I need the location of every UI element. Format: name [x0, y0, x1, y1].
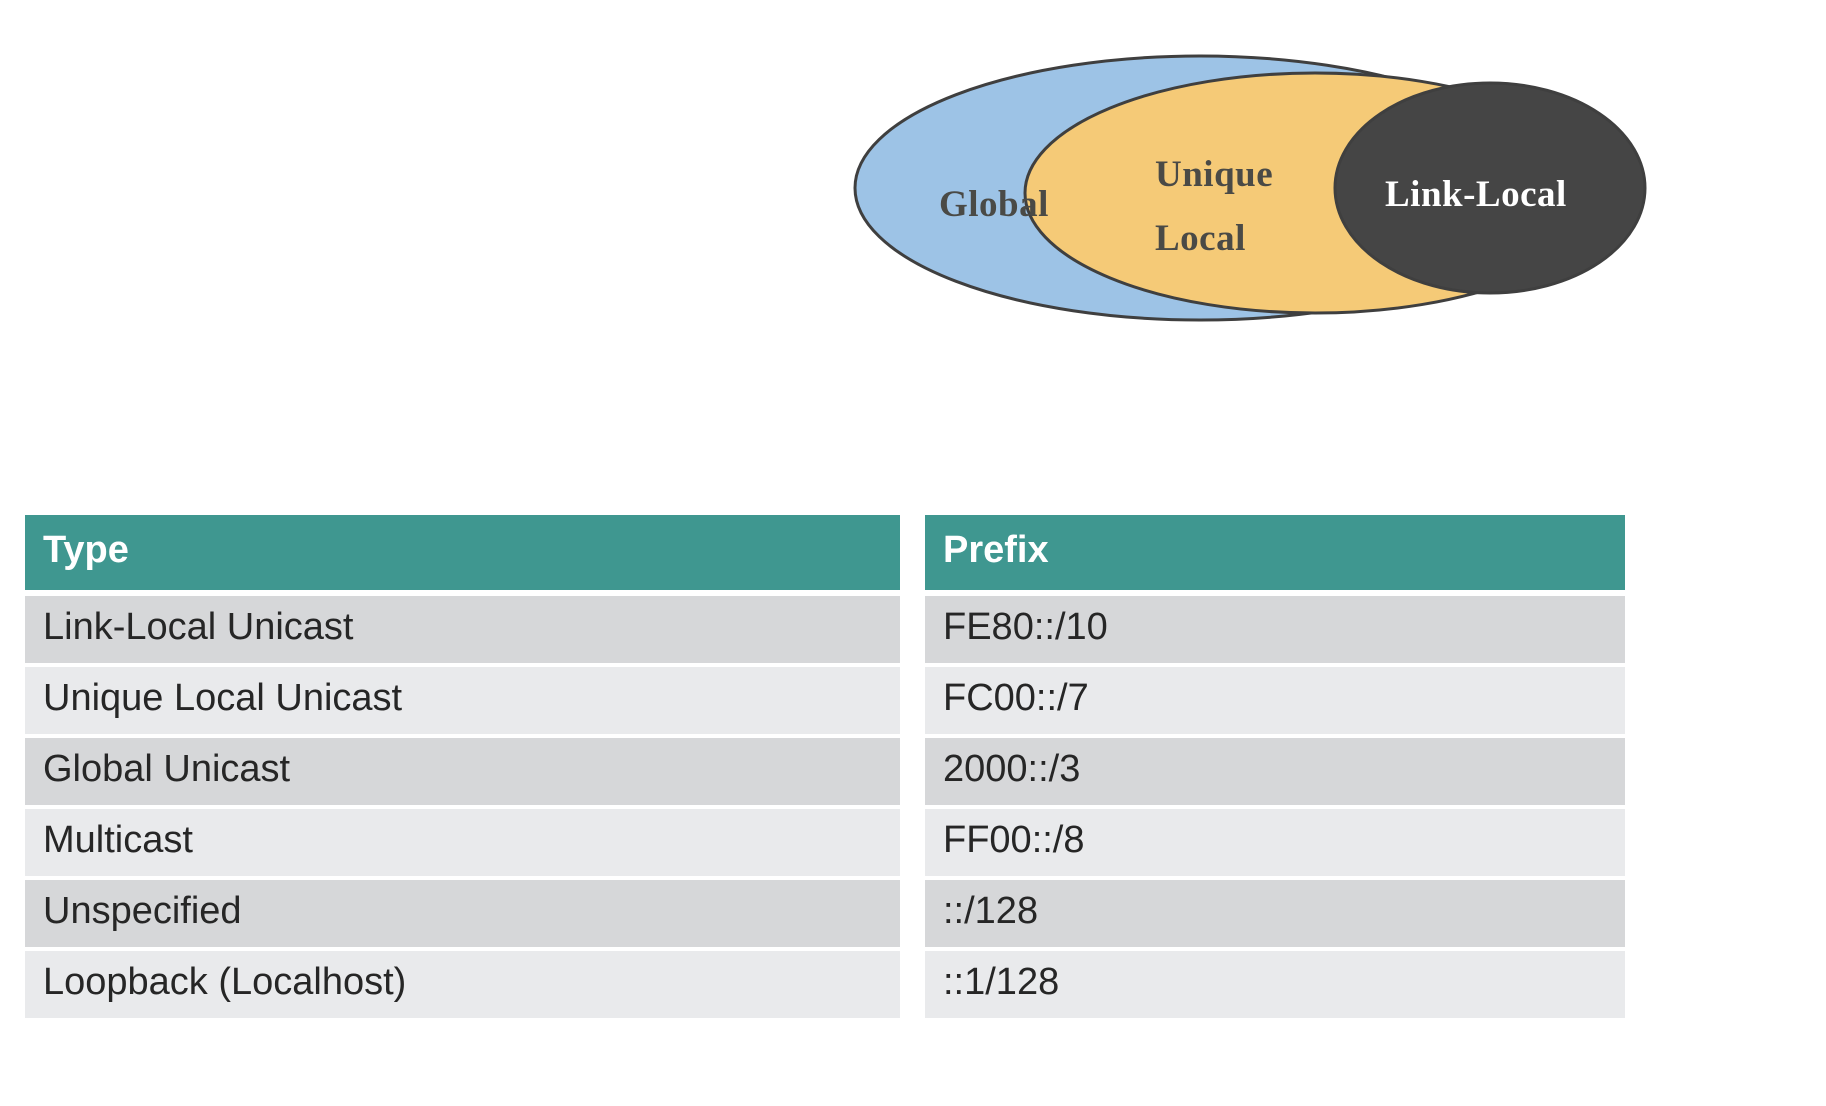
table-row: Global Unicast 2000::/3: [25, 738, 1625, 809]
cell-prefix: FF00::/8: [925, 809, 1625, 880]
table-body: Link-Local Unicast FE80::/10 Unique Loca…: [25, 596, 1625, 1022]
cell-prefix: FE80::/10: [925, 596, 1625, 667]
table-row: Unique Local Unicast FC00::/7: [25, 667, 1625, 738]
venn-label-link-local: Link-Local: [1385, 174, 1567, 215]
table-row: Unspecified ::/128: [25, 880, 1625, 951]
cell-type: Loopback (Localhost): [25, 951, 900, 1022]
column-header-type: Type: [25, 515, 900, 596]
cell-prefix: 2000::/3: [925, 738, 1625, 809]
cell-prefix: ::/128: [925, 880, 1625, 951]
cell-gap: [900, 880, 925, 951]
cell-gap: [900, 596, 925, 667]
table-row: Multicast FF00::/8: [25, 809, 1625, 880]
venn-label-unique-local-line2: Local: [1155, 218, 1246, 259]
table-row: Link-Local Unicast FE80::/10: [25, 596, 1625, 667]
cell-type: Unique Local Unicast: [25, 667, 900, 738]
cell-gap: [900, 951, 925, 1022]
column-gap: [900, 515, 925, 596]
cell-type: Multicast: [25, 809, 900, 880]
cell-prefix: FC00::/7: [925, 667, 1625, 738]
column-header-prefix: Prefix: [925, 515, 1625, 596]
cell-prefix: ::1/128: [925, 951, 1625, 1022]
cell-gap: [900, 667, 925, 738]
cell-type: Unspecified: [25, 880, 900, 951]
ipv6-address-types-table: Type Prefix Link-Local Unicast FE80::/10…: [25, 515, 1625, 1022]
venn-region-link-local: [1333, 81, 1647, 295]
cell-type: Link-Local Unicast: [25, 596, 900, 667]
cell-type: Global Unicast: [25, 738, 900, 809]
venn-label-global: Global: [939, 184, 1049, 225]
venn-label-unique-local-line1: Unique: [1155, 154, 1273, 195]
table-row: Loopback (Localhost) ::1/128: [25, 951, 1625, 1022]
table-header-row: Type Prefix: [25, 515, 1625, 596]
cell-gap: [900, 809, 925, 880]
ipv6-scope-venn-diagram: Global Unique Local Link-Local: [845, 48, 1755, 338]
cell-gap: [900, 738, 925, 809]
